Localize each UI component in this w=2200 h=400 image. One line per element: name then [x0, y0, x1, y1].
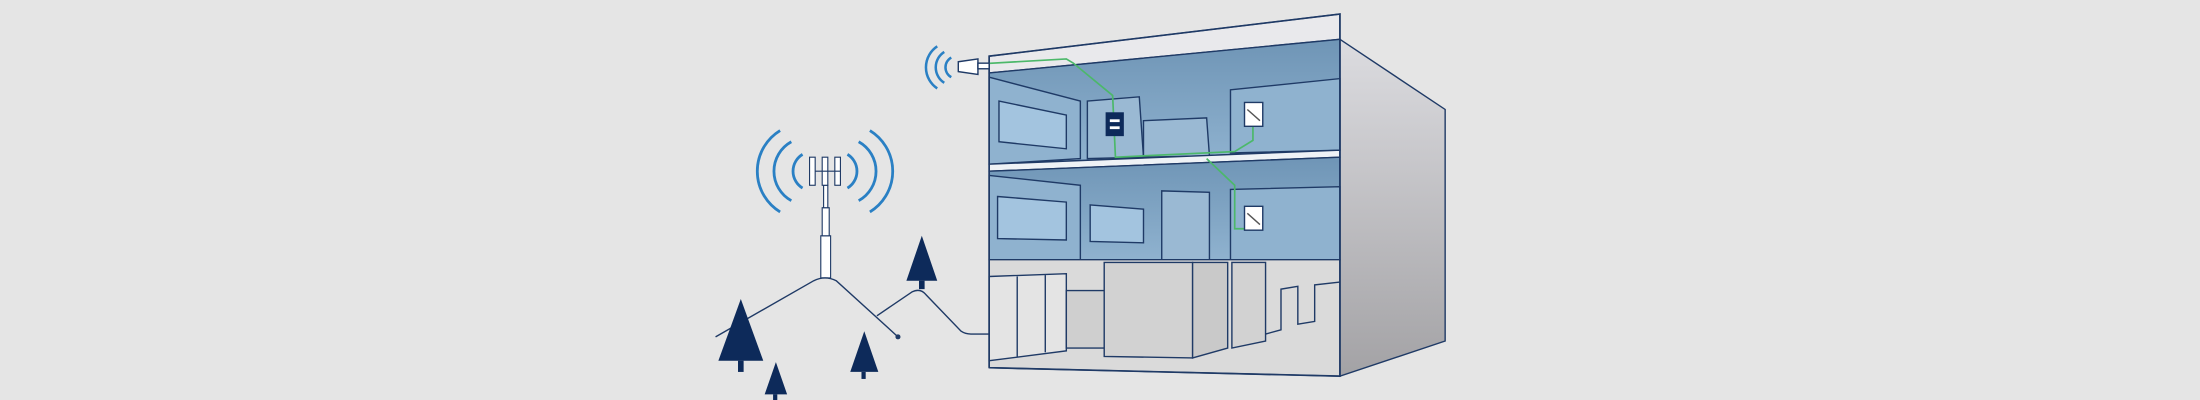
tree-icon — [764, 362, 788, 400]
tree-icon — [906, 235, 938, 290]
tree-icon — [850, 331, 879, 379]
outdoor-antenna-icon — [957, 58, 990, 76]
cable — [1206, 157, 1253, 230]
building-icon — [988, 13, 1446, 378]
window — [1089, 204, 1145, 244]
ground-line — [715, 277, 990, 338]
signal-wave-icon — [924, 45, 952, 90]
signal-wave-icon — [755, 129, 895, 214]
indoor-antenna-icon — [1243, 205, 1264, 231]
tree-icon — [718, 298, 764, 372]
cable-end — [895, 334, 901, 340]
indoor-antenna-icon — [1243, 101, 1264, 128]
cell-tower-icon — [809, 156, 841, 279]
window — [996, 195, 1068, 241]
signal-booster-icon — [1105, 112, 1124, 137]
window — [998, 100, 1068, 150]
